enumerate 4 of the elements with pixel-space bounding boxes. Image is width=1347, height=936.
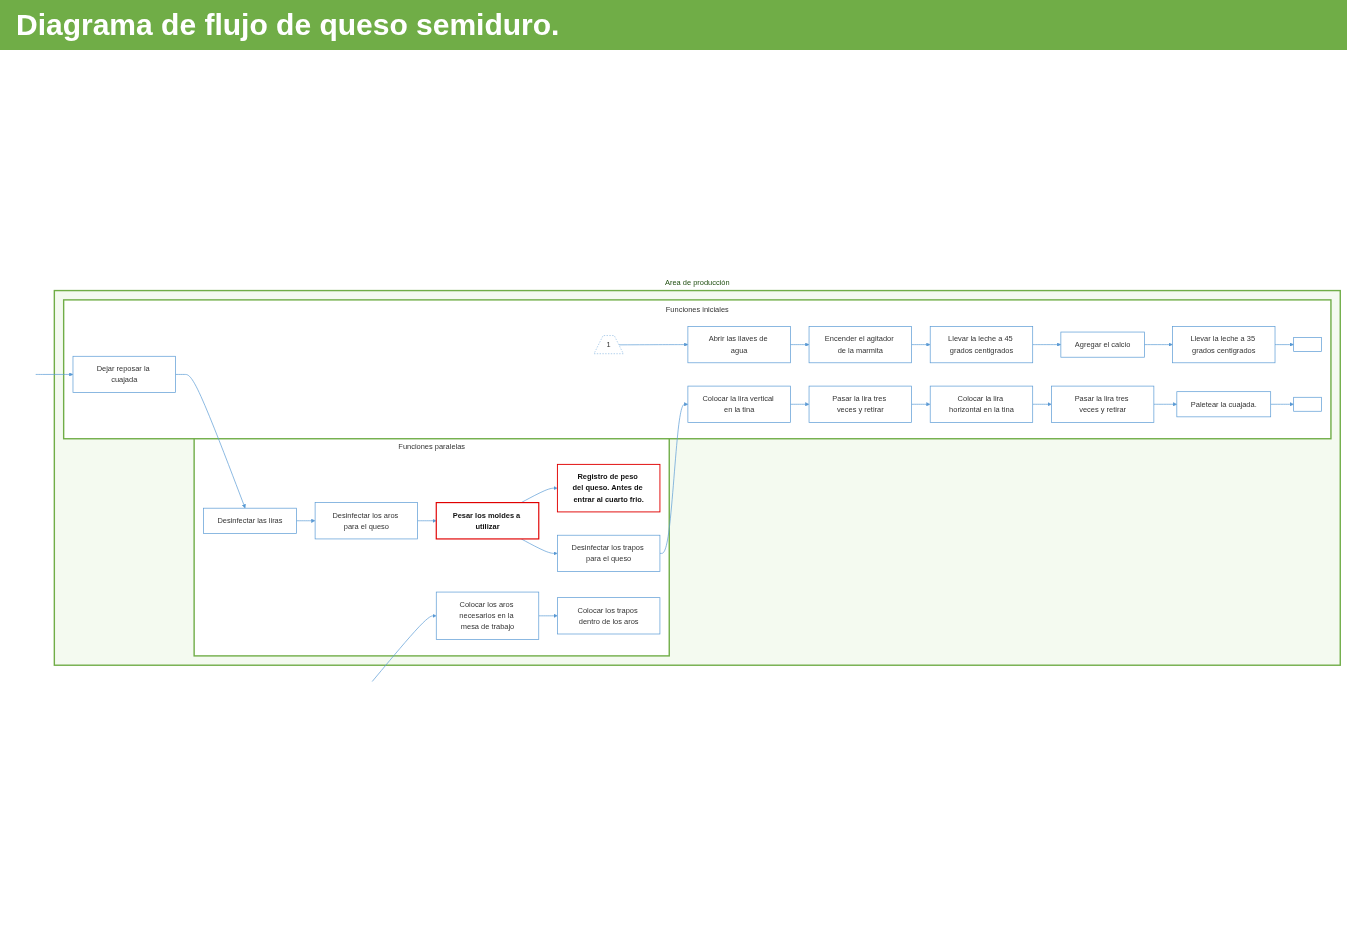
node-box xyxy=(1292,396,1322,412)
cluster xyxy=(53,289,1341,666)
diagram-title: Diagrama de flujo de queso semiduro. xyxy=(0,0,1347,50)
node-box xyxy=(1292,337,1322,352)
